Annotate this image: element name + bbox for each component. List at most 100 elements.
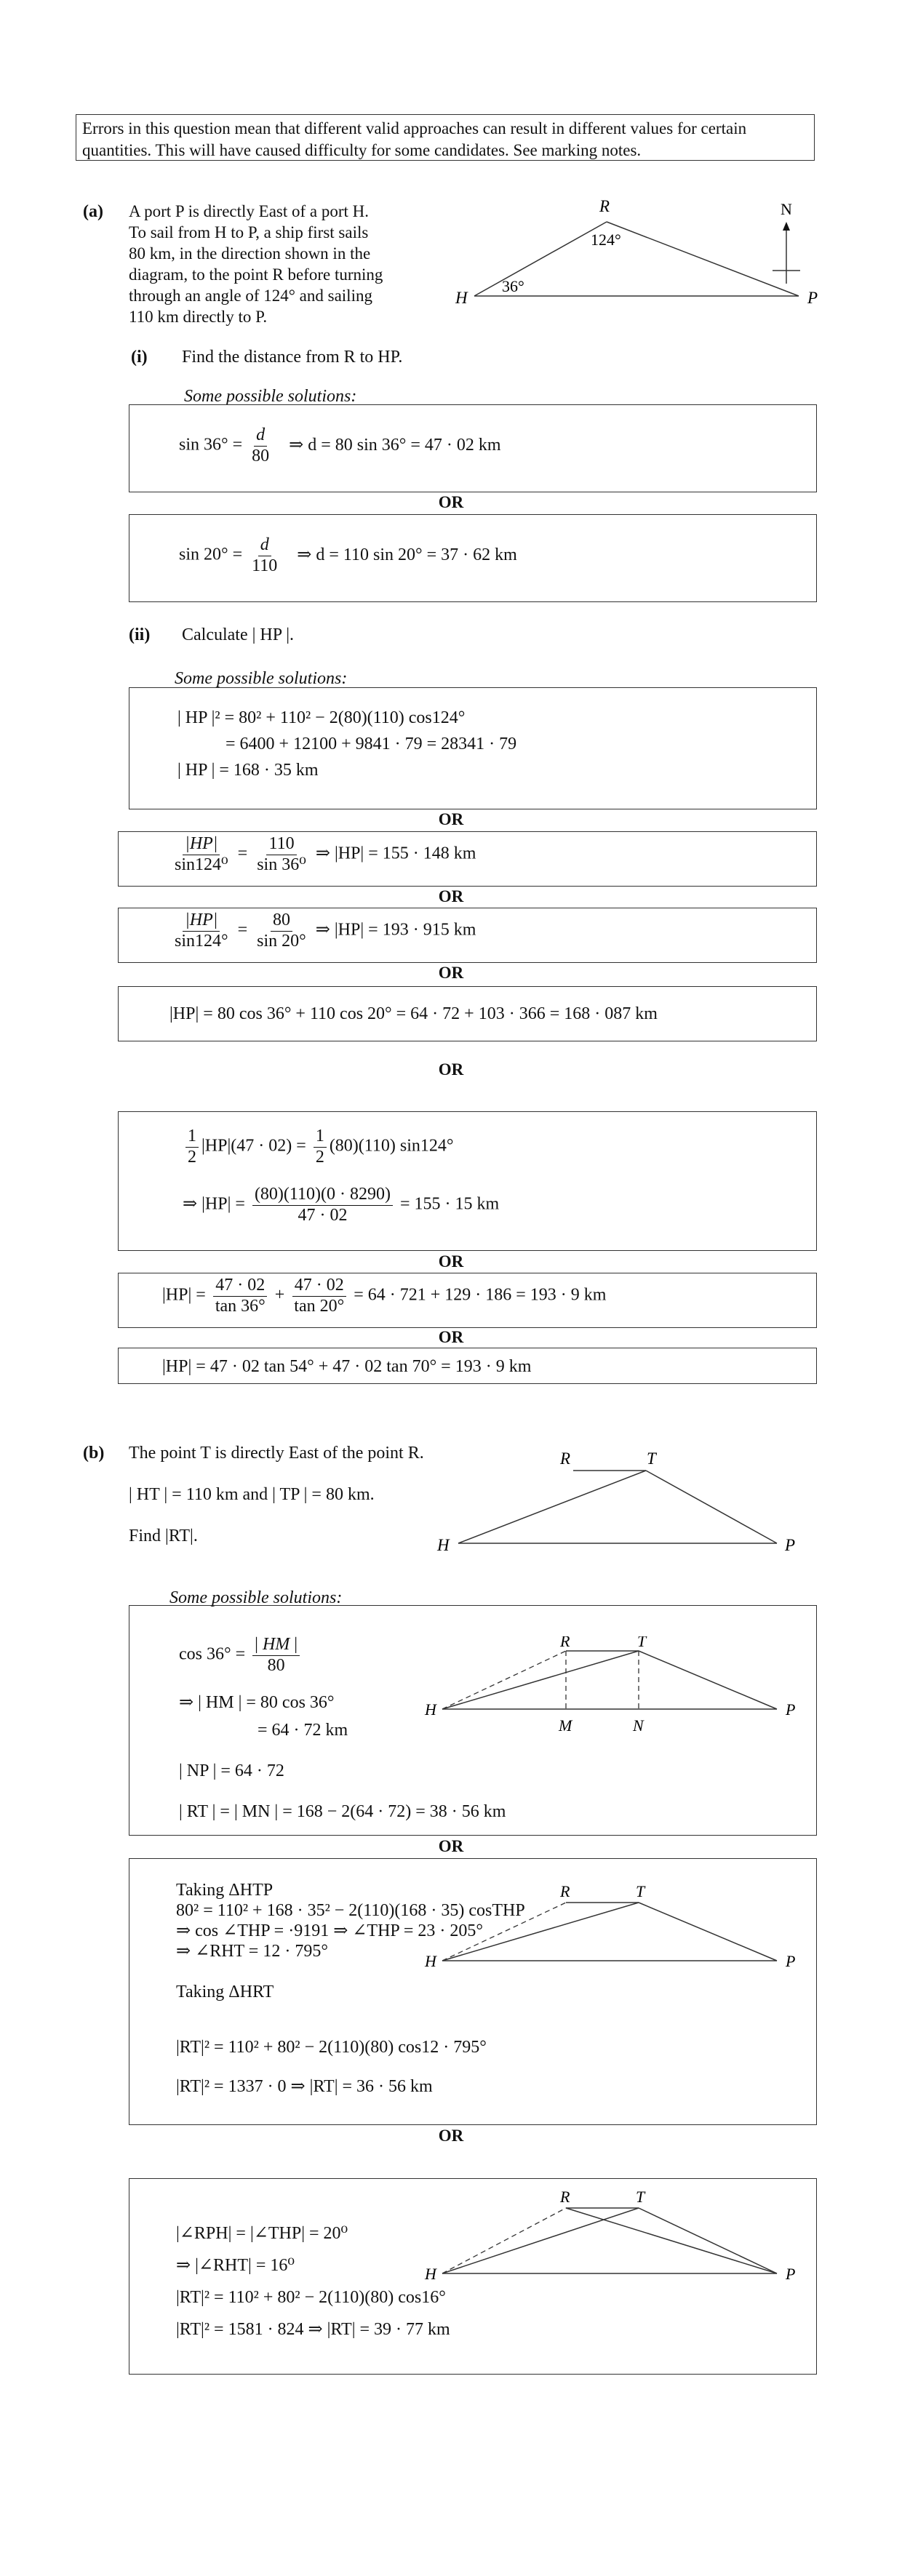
vertex-h-label: H (455, 289, 468, 307)
eq-part: = 64 · 721 + 129 · 186 = 193 · 9 km (354, 1285, 607, 1305)
eq-part: cos 36° = (179, 1644, 246, 1664)
part-a-stem: A port P is directly East of a port H. T… (129, 201, 383, 327)
eq-rhs: ⇒ |HP| = 155 · 148 km (315, 844, 476, 863)
numerator: | HM | (252, 1635, 300, 1656)
line: |RT|² = 110² + 80² − 2(110)(80) cos16° (176, 2288, 446, 2307)
vertex-h-label: H (424, 2265, 437, 2283)
fraction: |HP|sin124⁰ (172, 834, 231, 875)
vertex-p-label: P (807, 289, 818, 307)
or-divider: OR (438, 1328, 464, 1346)
denominator: sin124⁰ (175, 855, 228, 874)
fraction: (80)(110)(0 · 8290)47 · 02 (252, 1185, 393, 1225)
part-a-ii-question: Calculate | HP |. (182, 625, 295, 644)
vertex-r-label: R (559, 2188, 570, 2206)
numerator: 47 · 02 (292, 1276, 346, 1297)
numerator: d (254, 425, 268, 447)
numerator: |HP| (183, 911, 220, 932)
line: |RT|² = 1581 · 824 ⇒ |RT| = 39 · 77 km (176, 2320, 450, 2339)
line: ⇒ ∠RHT = 12 · 795° (176, 1942, 328, 1961)
cos-line: cos 36° = | HM |80 (179, 1635, 303, 1676)
solution-b-1: cos 36° = | HM |80 ⇒ | HM | = 80 cos 36°… (129, 1605, 817, 1836)
vertex-t-label: T (636, 1882, 646, 1900)
denominator: 2 (188, 1147, 196, 1167)
eq-rhs: ⇒ |HP| = 193 · 915 km (315, 920, 476, 940)
part-a-stem-line: through an angle of 124° and sailing (129, 287, 372, 305)
eq-rhs: ⇒ d = 110 sin 20° = 37 · 62 km (297, 545, 517, 564)
solution-b-2-diagram: R T H P (424, 1882, 795, 1970)
errors-note-box: Errors in this question mean that differ… (76, 114, 815, 161)
line: 80² = 110² + 168 · 35² − 2(110)(168 · 35… (176, 1901, 525, 1920)
or-divider: OR (438, 810, 464, 828)
vertex-h-label: H (436, 1536, 450, 1554)
denominator: tan 20° (294, 1296, 345, 1316)
side-hr (474, 221, 607, 297)
vertex-t-label: T (647, 1449, 658, 1468)
vertex-p-label: P (785, 1700, 795, 1719)
line: | HP |² = 80² + 110² − 2(80)(110) cos124… (177, 708, 466, 727)
solution-a-ii-1: | HP |² = 80² + 110² − 2(80)(110) cos124… (129, 687, 817, 809)
numerator: |HP| (183, 834, 220, 855)
some-solutions-a-ii: Some possible solutions: (175, 669, 348, 688)
part-b-diagram: R T H P (436, 1449, 795, 1554)
part-a-i-question: Find the distance from R to HP. (182, 346, 402, 368)
side-rp (606, 221, 799, 297)
numerator: (80)(110)(0 · 8290) (252, 1185, 393, 1206)
or-divider: OR (438, 1252, 464, 1271)
angle-r-label: 124° (591, 231, 621, 249)
denominator: 2 (315, 1147, 324, 1167)
solution-a-ii-4: |HP| = 80 cos 36° + 110 cos 20° = 64 · 7… (118, 986, 817, 1041)
part-b-stem: The point T is directly East of the poin… (129, 1444, 424, 1463)
or-divider: OR (438, 493, 464, 511)
numerator: 1 (313, 1127, 327, 1148)
eq-part: ⇒ |HP| = (183, 1194, 245, 1214)
north-arrow-icon: N (773, 200, 800, 284)
vertex-h-label: H (424, 1952, 437, 1970)
or-divider: OR (438, 964, 464, 982)
vertex-r-label: R (599, 197, 610, 215)
part-a-ii-label: (ii) (129, 625, 151, 644)
vertex-r-label: R (559, 1882, 570, 1900)
eq-part: (80)(110) sin124° (329, 1136, 454, 1156)
eq-lhs: sin 36° = (179, 435, 243, 455)
part-a-diagram: R H P 124° 36° N (455, 197, 818, 307)
eq-part: |HP| = (162, 1285, 206, 1305)
vertex-r-label: R (559, 1636, 570, 1650)
line: | NP | = 64 · 72 (179, 1761, 284, 1780)
denominator: sin 36⁰ (257, 855, 306, 874)
point-n-label: N (632, 1716, 644, 1735)
numerator: d (258, 535, 271, 556)
part-a-i-question-text: Find the distance from R to HP. (182, 348, 403, 367)
part-a-stem-line: diagram, to the point R before turning (129, 265, 383, 284)
part-b-find: Find |RT|. (129, 1527, 198, 1545)
part-a-stem-line: To sail from H to P, a ship first sails (129, 223, 369, 241)
line: |∠RPH| = |∠THP| = 20⁰ (176, 2224, 348, 2243)
numerator: 110 (266, 834, 297, 855)
eq-rhs: ⇒ d = 80 sin 36° = 47 · 02 km (289, 435, 501, 455)
line: |RT|² = 1337 · 0 ⇒ |RT| = 36 · 56 km (176, 2077, 433, 2096)
vertex-t-label: T (637, 1636, 647, 1650)
line: |HP| = 47 · 02 tan 54° + 47 · 02 tan 70°… (162, 1357, 532, 1376)
line: = 6400 + 12100 + 9841 · 79 = 28341 · 79 (226, 735, 517, 753)
vertex-t-label: T (636, 2188, 646, 2206)
line: |HP| = 80 cos 36° + 110 cos 20° = 64 · 7… (169, 1004, 658, 1023)
or-divider: OR (438, 887, 464, 905)
line: |RT|² = 110² + 80² − 2(110)(80) cos12 · … (176, 2038, 487, 2057)
part-a-label: (a) (83, 202, 103, 221)
line: | HP | = 168 · 35 km (177, 761, 319, 780)
denominator: 47 · 02 (298, 1205, 348, 1225)
line: ⇒ |∠RHT| = 16⁰ (176, 2256, 295, 2275)
line: | RT | = | MN | = 168 − 2(64 · 72) = 38 … (179, 1802, 506, 1821)
point-m-label: M (558, 1716, 573, 1735)
vertex-p-label: P (784, 1536, 795, 1554)
